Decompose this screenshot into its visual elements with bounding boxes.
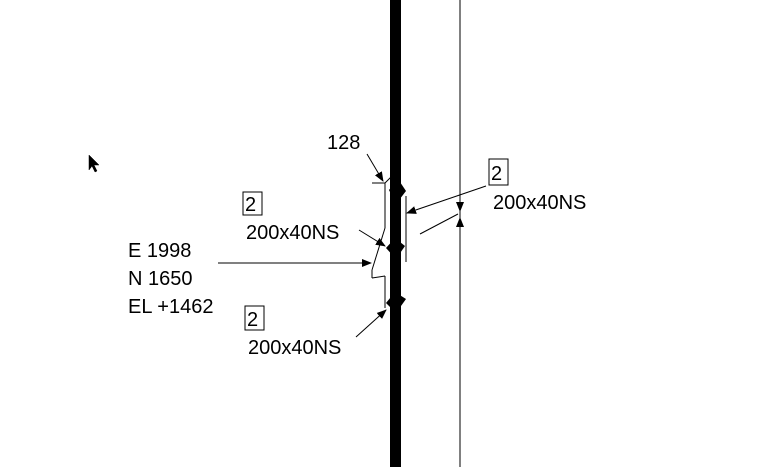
weld-middle — [386, 238, 405, 259]
weld-bottom — [386, 292, 406, 313]
callout-right-size: 200x40NS — [493, 192, 586, 214]
callout-top-left-tag: 2 — [245, 194, 256, 216]
callout-right-tag-box — [488, 158, 509, 186]
item-number-leader — [366, 153, 384, 182]
mouse-cursor-icon — [88, 154, 100, 173]
coordinate-northing: N 1650 — [128, 268, 193, 290]
callout-bottom-size: 200x40NS — [248, 337, 341, 359]
callout-bottom-tag-box — [244, 305, 265, 331]
callout-bottom-leader — [355, 309, 387, 338]
plate-outline — [371, 175, 407, 308]
callout-top-left-leader — [358, 229, 386, 247]
dimension-line — [419, 213, 459, 235]
callout-top-left-tag-box — [242, 191, 263, 216]
weld-top — [389, 179, 406, 204]
pipe-line — [390, 0, 401, 467]
callout-right-leader — [406, 185, 487, 214]
callout-right-tag: 2 — [491, 163, 502, 185]
callout-top-left-size: 200x40NS — [246, 222, 339, 244]
item-number-label: 128 — [327, 132, 360, 154]
coordinate-easting: E 1998 — [128, 240, 191, 262]
coordinate-elevation: EL +1462 — [128, 296, 213, 318]
callout-bottom-tag: 2 — [247, 309, 258, 331]
